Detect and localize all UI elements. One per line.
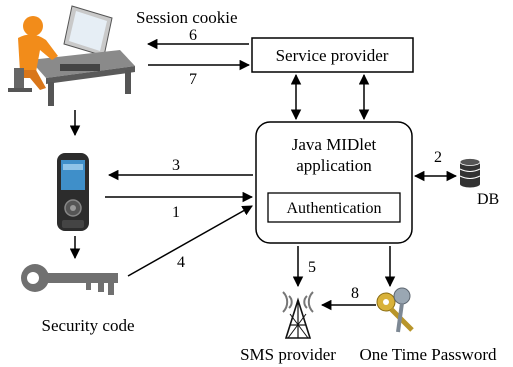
one-time-password-label: One Time Password xyxy=(360,345,497,364)
authentication-label: Authentication xyxy=(286,200,381,217)
java-midlet-label-line2: application xyxy=(296,156,372,175)
sms-provider-label: SMS provider xyxy=(240,345,336,364)
edge-4 xyxy=(127,205,253,277)
edge-label-3: 3 xyxy=(172,157,180,174)
key-icon xyxy=(21,264,118,295)
mobile-phone-icon xyxy=(57,153,89,231)
service-provider-label: Service provider xyxy=(276,46,389,65)
edge-label-5: 5 xyxy=(308,259,316,276)
edge-label-6: 6 xyxy=(189,27,197,44)
db-label: DB xyxy=(477,191,499,208)
authentication-box xyxy=(267,192,401,223)
edge-label-4: 4 xyxy=(177,254,185,271)
antenna-icon xyxy=(282,291,314,339)
keys-icon xyxy=(376,287,414,333)
service-provider-box xyxy=(251,37,414,73)
session-cookie-label: Session cookie xyxy=(136,8,238,27)
edge-label-7: 7 xyxy=(189,71,197,88)
edge-label-1: 1 xyxy=(172,204,180,221)
user-at-computer-icon xyxy=(8,5,135,106)
security-code-label: Security code xyxy=(42,316,135,335)
edge-label-2: 2 xyxy=(434,149,442,166)
edge-label-8: 8 xyxy=(351,285,359,302)
java-midlet-label-line1: Java MIDlet xyxy=(292,135,377,154)
database-icon xyxy=(459,158,481,188)
